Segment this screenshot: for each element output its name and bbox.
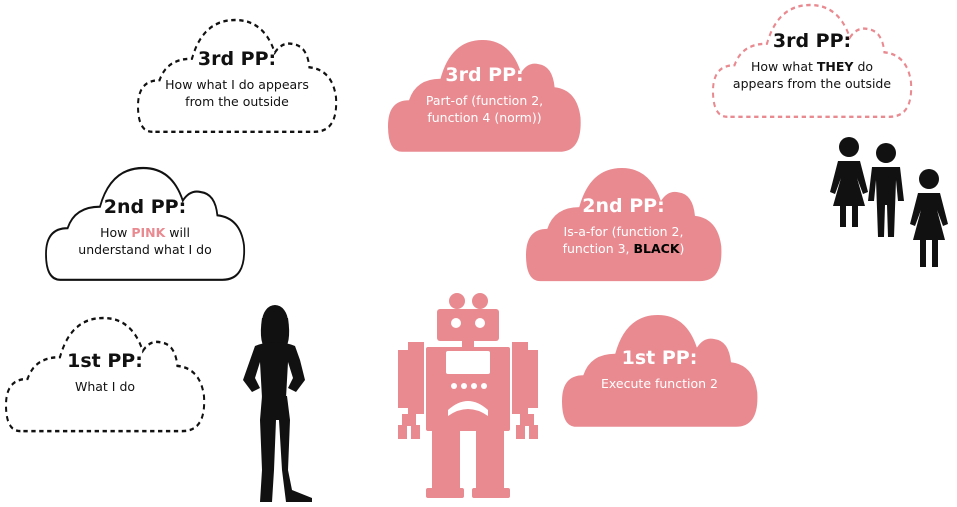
- others-3rd-pp-line-1: How what THEY do: [733, 58, 891, 75]
- others-3rd-pp-title: 3rd PP:: [772, 30, 852, 52]
- self-2nd-pp-pre: How: [100, 225, 132, 240]
- self-3rd-pp-line-1: How what I do appears: [165, 77, 309, 92]
- others-3rd-pp-text: 3rd PP: How what THEY do appears from th…: [713, 30, 911, 92]
- robot-1st-pp-line-1: Execute function 2: [601, 376, 718, 391]
- robot-3rd-pp-line-1: Part-of (function 2,: [425, 93, 544, 108]
- self-3rd-pp-body: How what I do appears from the outside: [165, 76, 309, 110]
- robot-3rd-pp-body: Part-of (function 2, function 4 (norm)): [426, 92, 543, 126]
- robot-1st-pp-text: 1st PP: Execute function 2: [562, 347, 757, 392]
- others-3rd-pp-line-2: appears from the outside: [732, 76, 892, 91]
- self-1st-pp-line-1: What I do: [74, 379, 136, 394]
- self-1st-pp-text: 1st PP: What I do: [6, 350, 204, 395]
- others-3rd-pp-body: How what THEY do appears from the outsid…: [733, 58, 891, 92]
- self-3rd-pp-text: 3rd PP: How what I do appears from the o…: [138, 48, 336, 110]
- self-2nd-pp-post: will: [165, 225, 190, 240]
- self-2nd-pp-text: 2nd PP: How PINK will understand what I …: [46, 196, 244, 258]
- others-3rd-pp-pre: How what: [750, 59, 817, 74]
- robot-2nd-pp-pre: function 3,: [562, 241, 634, 256]
- robot-1st-pp-body: Execute function 2: [601, 375, 718, 392]
- robot-1st-pp-title: 1st PP:: [621, 347, 698, 369]
- self-2nd-pp-line-2: understand what I do: [78, 242, 212, 257]
- robot-icon: [398, 293, 538, 498]
- robot-3rd-pp-title: 3rd PP:: [445, 64, 524, 86]
- self-1st-pp-body: What I do: [75, 378, 135, 395]
- robot-2nd-pp-line-2: function 3, BLACK): [563, 240, 685, 257]
- robot-3rd-pp-line-2: function 4 (norm)): [427, 110, 542, 125]
- woman-silhouette-icon: [243, 305, 312, 502]
- robot-2nd-pp-body: Is-a-for (function 2, function 3, BLACK): [563, 223, 685, 257]
- self-2nd-pp-title: 2nd PP:: [103, 196, 187, 218]
- robot-3rd-pp-text: 3rd PP: Part-of (function 2, function 4 …: [388, 64, 581, 126]
- self-3rd-pp-line-2: from the outside: [185, 94, 289, 109]
- self-3rd-pp-title: 3rd PP:: [197, 48, 277, 70]
- they-highlight: THEY: [816, 59, 854, 74]
- pink-highlight: PINK: [131, 225, 166, 240]
- robot-2nd-pp-post: ): [679, 241, 685, 256]
- robot-2nd-pp-title: 2nd PP:: [582, 195, 665, 217]
- black-highlight: BLACK: [633, 241, 680, 256]
- robot-2nd-pp-text: 2nd PP: Is-a-for (function 2, function 3…: [526, 195, 721, 257]
- self-2nd-pp-body: How PINK will understand what I do: [78, 224, 211, 258]
- people-group-icon: [830, 137, 948, 267]
- others-3rd-pp-post: do: [853, 59, 874, 74]
- self-2nd-pp-line-1: How PINK will: [78, 224, 211, 241]
- self-1st-pp-title: 1st PP:: [67, 350, 143, 372]
- robot-2nd-pp-line-1: Is-a-for (function 2,: [563, 224, 684, 239]
